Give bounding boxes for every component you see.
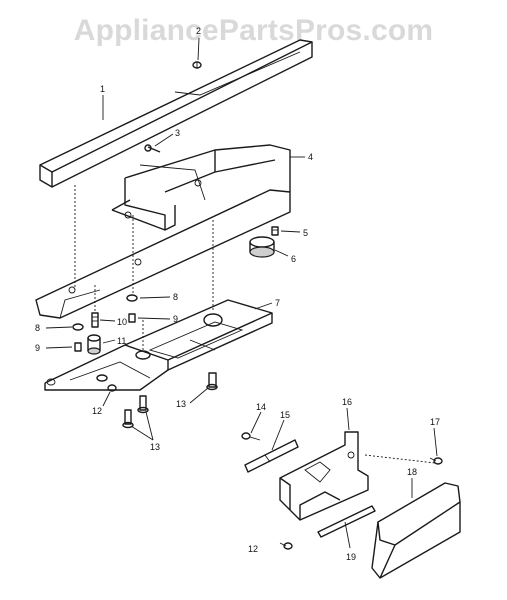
callout-9-upper: 9 (173, 314, 178, 324)
part-13-screw-right[interactable] (206, 372, 218, 391)
part-12-screw-right[interactable] (279, 542, 293, 550)
part-18-handle-cover[interactable] (371, 482, 461, 579)
callout-15: 15 (280, 410, 290, 420)
part-4-main-bracket[interactable] (35, 144, 291, 319)
part-19-rod[interactable] (317, 505, 376, 538)
callout-labels: 1 2 3 4 5 6 7 8 8 9 9 10 11 12 12 13 13 … (35, 26, 440, 562)
callout-9-lower: 9 (35, 343, 40, 353)
callout-7: 7 (275, 298, 280, 308)
watermark-text: AppliancePartsPros.com (73, 14, 434, 47)
callout-12-left: 12 (92, 406, 102, 416)
part-12-screw-left[interactable] (107, 384, 117, 392)
part-3-screw[interactable] (144, 144, 161, 153)
callout-18: 18 (407, 467, 417, 477)
callout-16: 16 (342, 397, 352, 407)
part-13-screw-left-a[interactable] (122, 409, 134, 429)
callout-19: 19 (346, 552, 356, 562)
part-5-screw[interactable] (271, 226, 279, 236)
part-9-screw-upper[interactable] (128, 313, 136, 323)
callout-1: 1 (100, 84, 105, 94)
callout-13-right: 13 (176, 399, 186, 409)
part-15-clip[interactable] (244, 439, 299, 473)
part-7-frame-plate[interactable] (44, 299, 273, 391)
part-17-screw[interactable] (429, 457, 443, 465)
part-11-spacer[interactable] (87, 334, 101, 355)
callout-8-upper: 8 (173, 292, 178, 302)
part-9-screw-lower[interactable] (74, 342, 82, 352)
callout-4: 4 (308, 152, 313, 162)
callout-14: 14 (256, 402, 266, 412)
callout-3: 3 (175, 128, 180, 138)
callout-8-lower: 8 (35, 323, 40, 333)
callout-11: 11 (117, 336, 126, 346)
part-13-screw-left-b[interactable] (137, 395, 149, 414)
callout-13-left: 13 (150, 442, 160, 452)
callout-10: 10 (117, 317, 127, 327)
part-2-screw[interactable] (192, 61, 202, 69)
part-10-stud[interactable] (91, 312, 99, 328)
callout-2: 2 (196, 26, 201, 36)
callout-12-right: 12 (248, 544, 258, 554)
part-8-washer-lower[interactable] (72, 323, 84, 331)
part-1-trim-strip[interactable] (39, 39, 313, 188)
leader-lines (45, 37, 438, 549)
part-14-screw[interactable] (241, 432, 261, 441)
part-16-bracket[interactable] (279, 431, 369, 521)
part-6-bumper[interactable] (249, 236, 275, 258)
callout-17: 17 (430, 417, 440, 427)
part-8-washer-upper[interactable] (126, 294, 138, 302)
callout-6: 6 (291, 254, 296, 264)
callout-5: 5 (303, 228, 308, 238)
